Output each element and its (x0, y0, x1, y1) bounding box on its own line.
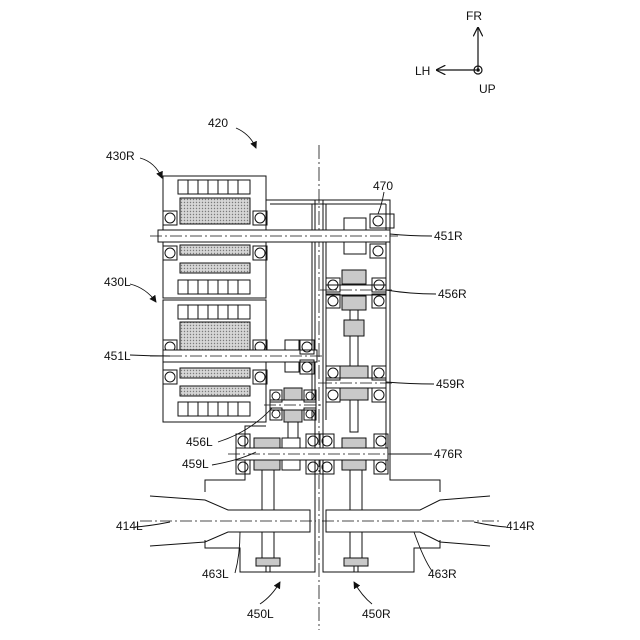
label-430l: 430L (104, 275, 131, 289)
label-450r: 450R (362, 607, 391, 621)
label-456r: 456R (438, 287, 467, 301)
label-451r: 451R (434, 229, 463, 243)
label-420: 420 (208, 116, 228, 130)
label-up: UP (479, 82, 496, 96)
label-451l: 451L (104, 349, 131, 363)
label-463r: 463R (428, 567, 457, 581)
orientation-indicator (437, 28, 482, 74)
shaft-456r (320, 270, 394, 366)
label-463l: 463L (202, 567, 229, 581)
shaft-476r (228, 434, 398, 474)
label-450l: 450L (247, 607, 274, 621)
label-414r: 414R (506, 519, 535, 533)
label-fr: FR (466, 9, 482, 23)
shaft-456l (264, 388, 322, 438)
label-470: 470 (373, 179, 393, 193)
shaft-459r (320, 366, 394, 432)
label-414l: 414L (116, 519, 143, 533)
label-459r: 459R (436, 377, 465, 391)
output-assembly (140, 470, 500, 572)
label-lh: LH (415, 64, 430, 78)
label-459l: 459L (182, 457, 209, 471)
label-456l: 456L (186, 435, 213, 449)
label-430r: 430R (106, 149, 135, 163)
label-476r: 476R (434, 447, 463, 461)
